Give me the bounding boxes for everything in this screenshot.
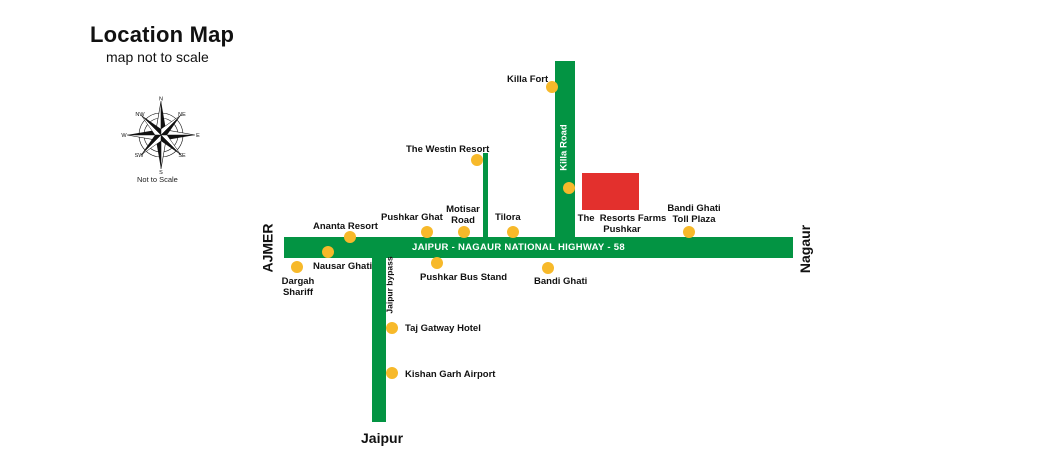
marker-resort-farms	[563, 182, 575, 194]
compass-note: Not to Scale	[137, 175, 178, 184]
marker-taj	[386, 322, 398, 334]
marker-ananta	[344, 231, 356, 243]
compass-sw: SW	[135, 153, 145, 159]
map-title: Location Map	[90, 22, 235, 47]
map-subtitle: map not to scale	[106, 49, 209, 65]
westin-road	[483, 153, 488, 239]
marker-bandi-toll	[683, 226, 695, 238]
label-dargah-line2: Shariff	[282, 287, 314, 298]
label-resort-farms: The Resorts Farms Pushkar	[574, 213, 670, 235]
highway-label: JAIPUR - NAGAUR NATIONAL HIGHWAY - 58	[412, 242, 625, 253]
label-resort-line1: The Resorts Farms	[577, 213, 667, 224]
label-resort-line2: Pushkar	[603, 224, 641, 235]
compass-rose-icon: N S E W NE NW SE SW	[121, 97, 200, 176]
label-kishangarh: Kishan Garh Airport	[405, 369, 496, 380]
compass-n: N	[159, 97, 163, 103]
compass-s: S	[159, 170, 163, 175]
city-jaipur: Jaipur	[361, 430, 404, 446]
city-ajmer: AJMER	[259, 223, 276, 273]
highway-road	[284, 237, 793, 258]
label-nausar: Nausar Ghati	[313, 261, 373, 272]
marker-bus-stand	[431, 257, 443, 269]
killa-road	[555, 61, 575, 239]
jaipur-bypass-label: Jaipur bypass	[384, 256, 395, 314]
resort-marker	[582, 173, 639, 210]
label-ananta: Ananta Resort	[313, 221, 378, 232]
marker-pushkar-ghat	[421, 226, 433, 238]
compass-se: SE	[178, 153, 186, 159]
compass-w: W	[121, 133, 127, 139]
marker-motisar	[458, 226, 470, 238]
killa-road-label: Killa Road	[558, 124, 570, 171]
label-bus-stand: Pushkar Bus Stand	[420, 272, 508, 283]
label-taj: Taj Gatway Hotel	[405, 323, 481, 334]
marker-kishangarh	[386, 367, 398, 379]
city-nagaur: Nagaur	[797, 224, 814, 274]
label-tilora: Tilora	[495, 212, 521, 223]
marker-westin	[471, 154, 483, 166]
label-bandi-ghati: Bandi Ghati	[534, 276, 588, 287]
label-bandi-toll-line2: Toll Plaza	[672, 214, 716, 225]
label-dargah-line1: Dargah	[281, 276, 315, 287]
marker-nausar	[322, 246, 334, 258]
label-dargah: Dargah Shariff	[280, 276, 316, 298]
marker-killa-fort	[546, 81, 558, 93]
marker-tilora	[507, 226, 519, 238]
label-bandi-toll: Bandi Ghati Toll Plaza	[665, 203, 723, 225]
label-westin: The Westin Resort	[406, 144, 490, 155]
marker-dargah	[291, 261, 303, 273]
label-motisar-line2: Road	[451, 215, 475, 226]
label-motisar: Motisar Road	[444, 204, 482, 226]
label-motisar-line1: Motisar	[446, 204, 480, 215]
compass-nw: NW	[135, 112, 145, 118]
label-killa-fort: Killa Fort	[507, 74, 549, 85]
label-pushkar-ghat: Pushkar Ghat	[381, 212, 443, 223]
label-bandi-toll-line1: Bandi Ghati	[667, 203, 721, 214]
jaipur-bypass-road	[372, 256, 386, 422]
marker-bandi-ghati	[542, 262, 554, 274]
compass-e: E	[196, 133, 200, 139]
compass-ne: NE	[178, 112, 186, 118]
